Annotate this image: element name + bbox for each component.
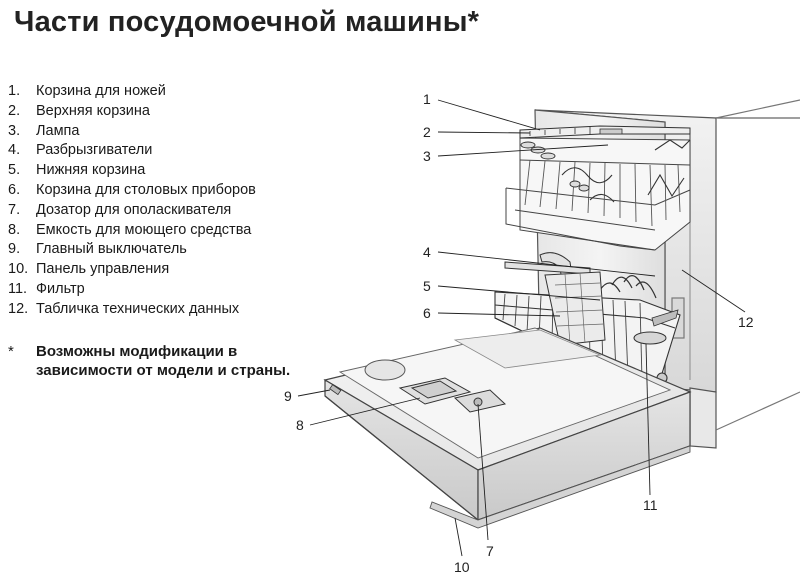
callout-7: 7 <box>486 543 494 559</box>
part-number: 9. <box>8 241 21 258</box>
part-number: 3. <box>8 122 21 139</box>
callout-11: 11 <box>643 497 658 513</box>
main-switch <box>329 384 342 396</box>
part-label: Лампа <box>36 122 80 139</box>
part-label: Табличка технических данных <box>36 300 240 317</box>
leader-8 <box>309 397 421 426</box>
leader-10 <box>454 517 463 557</box>
list-item: 6. Корзина для столовых приборов <box>8 181 256 201</box>
callout-1: 1 <box>423 91 431 107</box>
part-label: Фильтр <box>36 280 85 297</box>
callout-2: 2 <box>423 124 431 140</box>
part-number: 1. <box>8 83 21 99</box>
footnote-marker: * <box>8 343 14 360</box>
parts-list: 1. Корзина для ножей 2. Верхняя корзина 3.… <box>8 82 256 320</box>
leader-6 <box>437 312 561 317</box>
list-item: 5. Нижняя корзина <box>8 161 256 181</box>
list-item: 8. Емкость для моющего средства <box>8 221 256 241</box>
leader-4 <box>437 251 656 277</box>
callout-numbers: 1 2 3 4 5 6 7 8 9 10 11 12 <box>284 91 754 575</box>
list-item: 2. Верхняя корзина <box>8 102 256 122</box>
part-label: Панель управления <box>36 261 170 278</box>
cutlery-basket <box>544 271 606 346</box>
leader-lines <box>297 99 746 557</box>
leader-7 <box>477 403 489 541</box>
upper-basket <box>505 127 691 251</box>
leader-9 <box>297 389 331 397</box>
leader-3 <box>437 144 609 157</box>
part-number: 6. <box>8 181 21 198</box>
callout-4: 4 <box>423 244 431 260</box>
filter <box>633 331 667 345</box>
list-item: 7. Дозатор для ополаскивателя <box>8 201 256 221</box>
list-item: 3. Лампа <box>8 122 256 142</box>
part-label: Главный выключатель <box>36 241 187 258</box>
filter-handle <box>651 309 679 327</box>
list-item: 12. Табличка технических данных <box>8 300 256 320</box>
page-title: Части посудомоечной машины* <box>14 6 480 38</box>
upper-basket-items <box>520 141 590 192</box>
footnote-text: Возможны модификации в зависимости от мо… <box>36 343 291 379</box>
part-number: 5. <box>8 162 21 179</box>
list-item: 1. Корзина для ножей <box>8 82 256 102</box>
leader-1 <box>437 99 541 131</box>
door <box>323 327 692 529</box>
part-number: 4. <box>8 142 21 159</box>
leader-12 <box>681 269 746 313</box>
tub-base <box>689 387 717 449</box>
part-label: Дозатор для ополаскивателя <box>36 201 232 218</box>
callout-5: 5 <box>423 278 431 294</box>
callout-8: 8 <box>296 417 304 433</box>
part-label: Верхняя корзина <box>36 102 150 119</box>
list-item: 9. Главный выключатель <box>8 240 256 260</box>
part-label: Корзина для столовых приборов <box>36 181 256 198</box>
part-number: 10. <box>8 261 29 278</box>
callout-9: 9 <box>284 388 292 404</box>
part-number: 7. <box>8 201 21 218</box>
lamp <box>599 128 623 135</box>
callout-3: 3 <box>423 148 431 164</box>
callout-6: 6 <box>423 305 431 321</box>
part-number: 2. <box>8 102 21 119</box>
list-item: 11. Фильтр <box>8 280 256 300</box>
leader-11 <box>645 343 651 496</box>
part-number: 8. <box>8 221 21 238</box>
door-recess <box>364 359 406 381</box>
control-panel <box>429 445 691 529</box>
callout-12: 12 <box>738 314 754 330</box>
part-label: Нижняя корзина <box>36 162 146 179</box>
part-label: Корзина для ножей <box>36 83 166 99</box>
callout-10: 10 <box>454 559 470 575</box>
leader-2 <box>437 131 531 134</box>
leader-5 <box>437 285 601 301</box>
footnote: * Возможны модификации в зависимости от … <box>8 342 296 380</box>
list-item: 4. Разбрызгиватели <box>8 141 256 161</box>
list-item: 10. Панель управления <box>8 260 256 280</box>
part-label: Разбрызгиватели <box>36 142 153 159</box>
part-label: Емкость для моющего средства <box>36 221 252 238</box>
part-number: 11. <box>8 280 28 297</box>
part-number: 12. <box>8 300 29 317</box>
